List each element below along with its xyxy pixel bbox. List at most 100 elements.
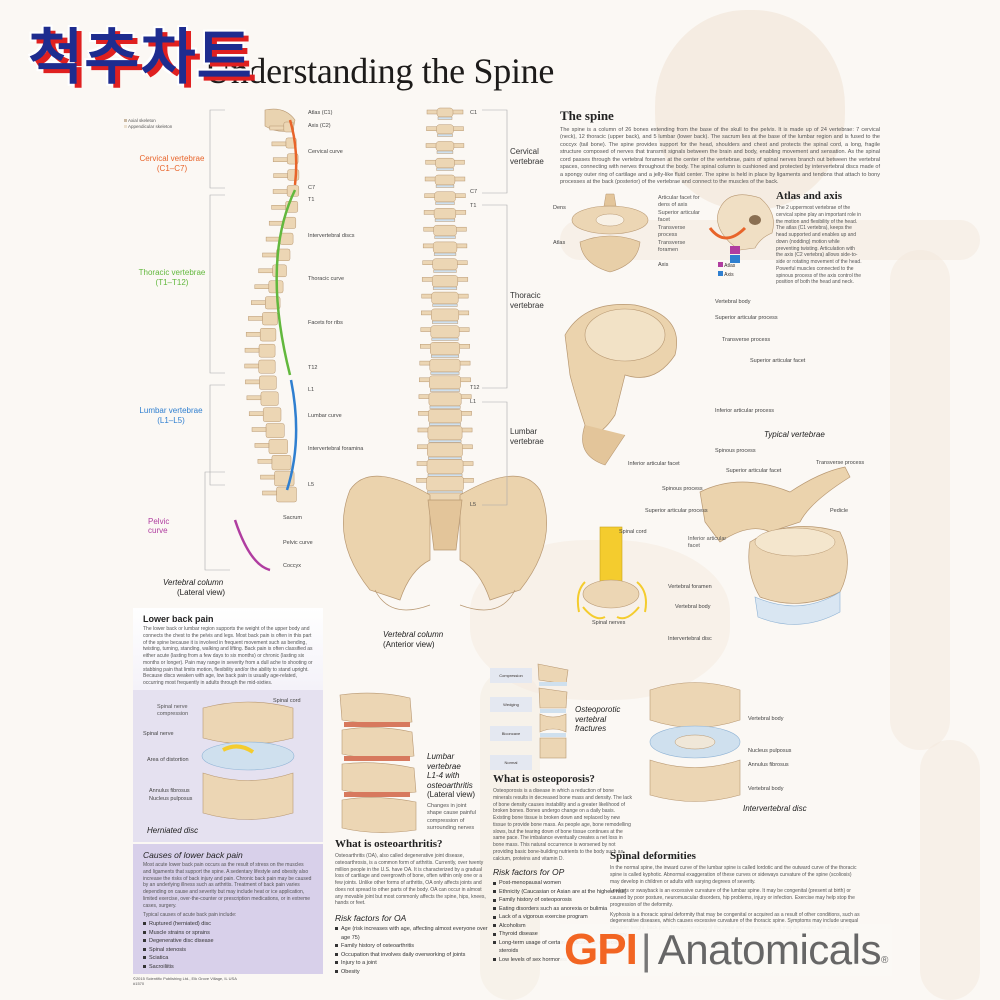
side-vertebra-labels: Superior articular facet Transverse proc… (630, 460, 870, 652)
oa-risk-title: Risk factors for OA (335, 913, 407, 923)
brand-separator: | (640, 926, 652, 973)
anterior-vertebra (435, 157, 455, 169)
lumbar-curve-line (285, 379, 298, 491)
typical-vertebra-top (564, 304, 677, 466)
oa-caption-title: Lumbar vertebrae L1-4 with osteoarthriti… (427, 752, 473, 790)
oa-risk-item: Injury to a joint (335, 959, 490, 968)
lbl-trans-process: Transverse process (658, 225, 686, 239)
lateral-process (245, 379, 260, 385)
lateral-process (257, 459, 273, 464)
lateral-process (272, 157, 288, 162)
lbl-sacrum: Sacrum (283, 515, 302, 521)
ant-cervical: Cervical vertebrae (510, 147, 544, 166)
anterior-caption: Vertebral column (Anterior view) (383, 630, 443, 649)
lateral-vertebra (271, 455, 292, 471)
anterior-labels: C1 Cervical vertebrae C7 T1 Thoracic ver… (470, 105, 560, 525)
legend-axis: Axis (724, 271, 734, 278)
legend-appendicular: Appendicular skeleton (128, 124, 173, 130)
oa-title: What is osteoarthritis? (335, 838, 443, 850)
lbl-atlas-bone: Atlas (553, 240, 566, 246)
atlas-section: Atlas and axis The 2 uppermost vertebrae… (776, 190, 862, 286)
op-risk-title: Risk factors for OP (493, 867, 565, 878)
op-title: What is osteoporosis? (493, 773, 595, 785)
anterior-disc (436, 167, 454, 171)
cervical-range: (C1–C7) (156, 164, 188, 173)
anterior-disc (431, 337, 459, 341)
pelvic-curve-line (233, 519, 271, 572)
anterior-vertebra (426, 459, 464, 475)
lbl-side-trans: Transverse process (816, 460, 865, 466)
intervertebral-disc-diagram (649, 682, 741, 802)
atlas-labels: Dens Atlas Articular facet for dens of a… (548, 192, 700, 282)
lateral-vertebra (262, 312, 278, 326)
lateral-process (268, 220, 284, 226)
lbl-dens: Dens (553, 205, 566, 211)
pelvis-shape (343, 475, 547, 611)
oa-caption-note: Changes in joint shape cause painful com… (427, 802, 476, 832)
lateral-process (262, 490, 277, 496)
anterior-vertebra (431, 275, 459, 288)
cause-item: Spinal stenosis (143, 946, 313, 955)
oa-risk-item: Occupation that involves daily overworki… (335, 951, 490, 960)
lbl-iv-discs: Intervertebral discs (308, 233, 355, 239)
anterior-disc (436, 150, 454, 154)
osteoarthritis-diagram (339, 692, 417, 833)
op-risk-item: Ethnicity (Caucasian or Asian are at the… (493, 888, 633, 897)
lateral-vertebra (258, 343, 276, 358)
lbl-side-inf-facet: Inferior articular facet (688, 536, 727, 550)
cervical-curve-line (288, 119, 298, 186)
lateral-vertebra (260, 391, 279, 406)
spine-section: The spine The spine is a column of 26 bo… (560, 108, 880, 186)
anterior-vertebra (431, 308, 460, 322)
ant-c1: C1 (470, 110, 478, 116)
lateral-process (248, 316, 263, 321)
lateral-process (272, 189, 288, 194)
thoracic-label: Thoracic vertebrae (138, 268, 206, 277)
ant-t12: T12 (470, 385, 480, 391)
ant-l1: L1 (470, 399, 477, 405)
spinal-cord-diagram (576, 526, 647, 620)
op-caption: Osteoporotic vertebral fractures (575, 705, 621, 734)
op-risk-item: Post-menopausal women (493, 879, 633, 888)
lbl-distortion: Area of distortion (147, 757, 189, 763)
lbl-side-spinous: Spinous process (662, 486, 703, 492)
atlas-body: The 2 uppermost vertebrae of the cervica… (776, 205, 862, 286)
lateral-caption-sub: (Lateral view) (177, 587, 226, 597)
op-risk-item: Family history of osteoporosis (493, 896, 633, 905)
anterior-vertebra (427, 442, 463, 458)
op-risk-item: Thyroid disease (493, 930, 633, 939)
lbl-h-spinal-nerve: Spinal nerve (143, 731, 174, 737)
herniated-panel: Spinal nerve compression Spinal cord Spi… (133, 690, 323, 842)
anterior-vertebra (426, 476, 464, 492)
lbl-atlas: Atlas (C1) (308, 110, 333, 116)
typical-caption: Typical vertebrae (764, 430, 825, 439)
ant-c7: C7 (470, 189, 478, 195)
cause-item: Muscle strains or sprains (143, 929, 313, 938)
lateral-vertebra (262, 407, 282, 422)
spine-body: The spine is a column of 26 bones extend… (560, 127, 880, 185)
legend-atlas: Atlas (724, 263, 736, 269)
anterior-vertebra (434, 191, 456, 203)
anterior-vertebra (430, 342, 460, 356)
lbl-t12: T12 (308, 365, 318, 371)
anterior-disc (435, 184, 455, 188)
anterior-disc (432, 286, 458, 290)
op-vertebrae-diagram (537, 663, 569, 759)
skeleton-legend: Axial skeleton Appendicular skeleton (124, 118, 172, 130)
brand-name: Anatomicals (657, 926, 882, 973)
lbl-h-annulus: Annulus fibrosus (149, 788, 190, 794)
oa-risk-list: Age (risk increases with age, affecting … (335, 925, 490, 976)
lateral-vertebra (268, 439, 288, 454)
deformities-body2: Lordosis or swayback is an excessive cur… (610, 888, 855, 908)
lbl-sup-facet: Superior articular facet (658, 210, 700, 224)
oa-risk-item: Obesity (335, 968, 490, 977)
op-body: Osteoporosis is a disease in which a red… (493, 788, 633, 862)
anterior-vertebra (434, 174, 456, 186)
poster-title: Understanding the Spine (205, 51, 555, 91)
oa-section: What is osteoarthritis? Osteoarthritis (… (335, 838, 490, 976)
lbl-side-sup-facet: Superior articular facet (726, 468, 782, 474)
op-stage-biconcave: Biconcave (490, 726, 532, 741)
typical-labels: Vertebral body Superior articular proces… (700, 295, 820, 475)
lumbar-range: (L1–L5) (157, 416, 185, 425)
lateral-vertebra (259, 328, 277, 342)
